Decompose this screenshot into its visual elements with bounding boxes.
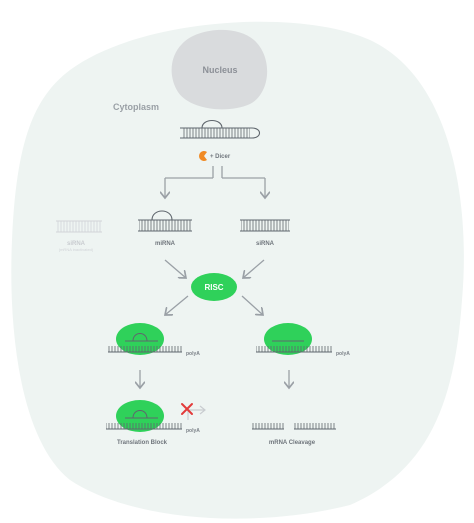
arrow-sirna-to-risc (243, 259, 265, 278)
sirna-label: siRNA (256, 241, 275, 247)
cleaved-mrna-fragments (252, 423, 336, 430)
mrna-cleavage-label: mRNA Cleavage (269, 440, 316, 446)
arrow-mirna-to-risc (164, 259, 186, 278)
pre-mirna-hairpin (180, 119, 261, 139)
dicer-icon (199, 151, 207, 161)
mirna-label: miRNA (155, 241, 176, 247)
arrow-risc-to-mirna-path (165, 295, 189, 315)
sirna-faded-duplex (56, 220, 102, 233)
dicer-branch-arrows (165, 166, 265, 198)
left-polya-label: polyA (186, 351, 200, 357)
arrow-risc-to-sirna-path (241, 295, 263, 315)
cell-cytoplasm (11, 21, 464, 519)
sirna-risc-bound-mrna (256, 323, 332, 355)
mirna-duplex (138, 210, 192, 232)
risc-complex (191, 273, 237, 301)
risc-label: RISC (204, 283, 223, 292)
sirna-faded-sublabel: (mRNA inactivated) (59, 247, 94, 252)
dicer-label: + Dicer (210, 154, 231, 160)
right-polya-label: polyA (336, 351, 350, 357)
nucleus-label: Nucleus (202, 65, 237, 75)
nucleus (171, 29, 268, 110)
cytoplasm-label: Cytoplasm (113, 102, 159, 112)
block-polya-label: polyA (186, 428, 200, 434)
translation-block-complex (106, 400, 182, 432)
block-x-icon (181, 403, 193, 415)
sirna-duplex (240, 219, 290, 232)
sirna-faded-label: siRNA (67, 241, 86, 247)
mirna-risc-bound-mrna (108, 323, 182, 355)
translation-block-label: Translation Block (117, 440, 168, 446)
